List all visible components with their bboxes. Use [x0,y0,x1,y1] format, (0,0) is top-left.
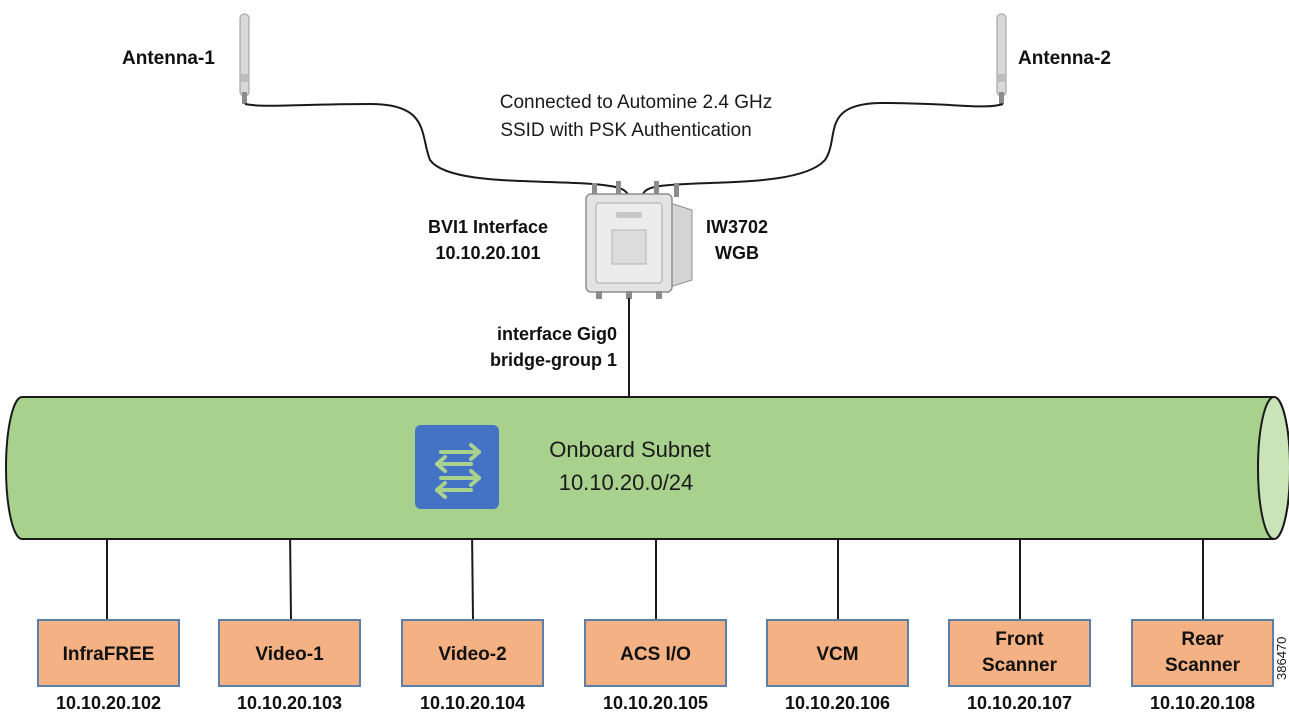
subnet-cidr: 10.10.20.0/24 [559,470,694,495]
antenna-2-label: Antenna-2 [1018,48,1111,69]
device-name: Front [995,629,1044,650]
device-box [584,619,727,687]
device-name: ACS I/O [620,644,691,665]
access-point-icon [585,181,693,299]
antenna-2-cable [639,101,1004,201]
switch-arrows-icon [415,425,499,509]
subnet-cylinder [5,396,1289,540]
antenna-2-icon [996,13,1007,104]
device-name: VCM [816,644,858,665]
antenna-1-cable [244,102,633,201]
device-list: InfraFREE 10.10.20.102 Video-1 10.10.20.103… [37,619,1274,713]
device-ip: 10.10.20.106 [785,693,890,713]
device-ip: 10.10.20.104 [420,693,525,713]
device-name: Scanner [1165,655,1241,676]
device-ip: 10.10.20.103 [237,693,342,713]
device-ip: 10.10.20.107 [967,693,1072,713]
device-node: ACS I/O 10.10.20.105 [584,619,727,713]
device-name: Video-2 [438,644,506,665]
device-node: Video-1 10.10.20.103 [218,619,361,713]
wireless-connection-line2: SSID with PSK Authentication [500,120,751,141]
device-name: Rear [1181,629,1224,650]
ap-model-label: IW3702 [706,217,768,237]
device-box [948,619,1091,687]
subnet-name: Onboard Subnet [549,437,710,462]
device-box [37,619,180,687]
device-ip: 10.10.20.105 [603,693,708,713]
antenna-1-icon [239,13,250,104]
device-name: Scanner [982,655,1058,676]
ap-mode-label: WGB [715,243,759,263]
wireless-connection-line1: Connected to Automine 2.4 GHz [500,92,773,113]
device-box [766,619,909,687]
uplink-bridge-label: bridge-group 1 [490,350,617,370]
device-ip: 10.10.20.102 [56,693,161,713]
device-ip: 10.10.20.108 [1150,693,1255,713]
device-box [218,619,361,687]
device-node: VCM 10.10.20.106 [766,619,909,713]
device-node: Video-2 10.10.20.104 [401,619,544,713]
device-name: Video-1 [255,644,324,665]
bvi-interface-ip: 10.10.20.101 [435,243,540,263]
device-node: InfraFREE 10.10.20.102 [37,619,180,713]
device-box [1131,619,1274,687]
bvi-interface-label: BVI1 Interface [428,217,548,237]
device-name: InfraFREE [63,644,155,665]
figure-id: 386470 [1274,637,1289,680]
antenna-1-label: Antenna-1 [122,48,215,69]
device-box [401,619,544,687]
uplink-interface-label: interface Gig0 [497,324,617,344]
device-drop-lines [106,529,1204,621]
